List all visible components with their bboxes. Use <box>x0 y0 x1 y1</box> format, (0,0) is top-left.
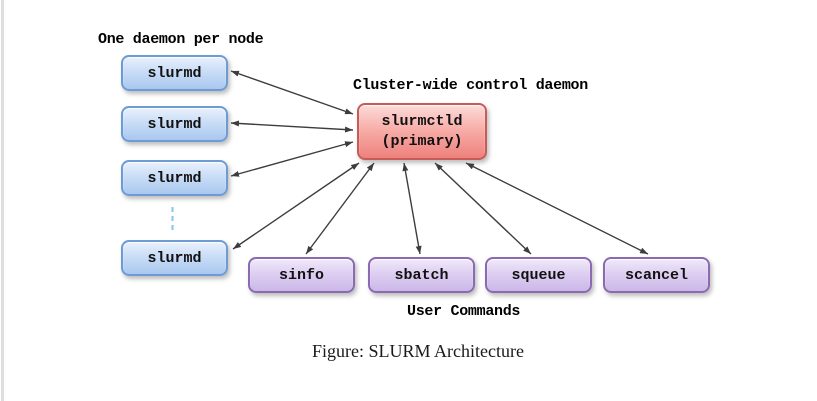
command-box-scancel: scancel <box>603 257 710 293</box>
command-box-squeue: squeue <box>485 257 592 293</box>
arrow-slurmd3-slurmctld <box>230 141 354 177</box>
command-box-sinfo: sinfo <box>248 257 355 293</box>
arrow-slurmd2-slurmctld <box>230 120 354 133</box>
arrow-scancel-slurmctld <box>465 162 649 255</box>
slurmctld-name: slurmctld <box>381 113 463 130</box>
arrow-squeue-slurmctld <box>434 162 532 255</box>
arrow-sbatch-slurmctld <box>402 162 422 255</box>
arrow-slurmd1-slurmctld <box>230 70 354 115</box>
figure-caption: Figure: SLURM Architecture <box>312 341 524 361</box>
slurmctld-role: (primary) <box>381 132 463 150</box>
slurmd-node-box-2: slurmd <box>121 106 228 142</box>
slurmd-node-box-1: slurmd <box>121 55 228 91</box>
daemons-group-label: One daemon per node <box>98 31 264 48</box>
page-left-edge-line <box>1 0 4 401</box>
slurmctld-control-box: slurmctld (primary) <box>357 103 487 160</box>
slurmd-node-box-4: slurmd <box>121 240 228 276</box>
command-box-sbatch: sbatch <box>368 257 475 293</box>
slurmd-node-box-3: slurmd <box>121 160 228 196</box>
control-group-label: Cluster-wide control daemon <box>353 77 588 94</box>
arrow-sinfo-slurmctld <box>305 162 375 255</box>
commands-group-label: User Commands <box>407 303 521 320</box>
arrow-slurmd4-slurmctld <box>232 162 360 250</box>
